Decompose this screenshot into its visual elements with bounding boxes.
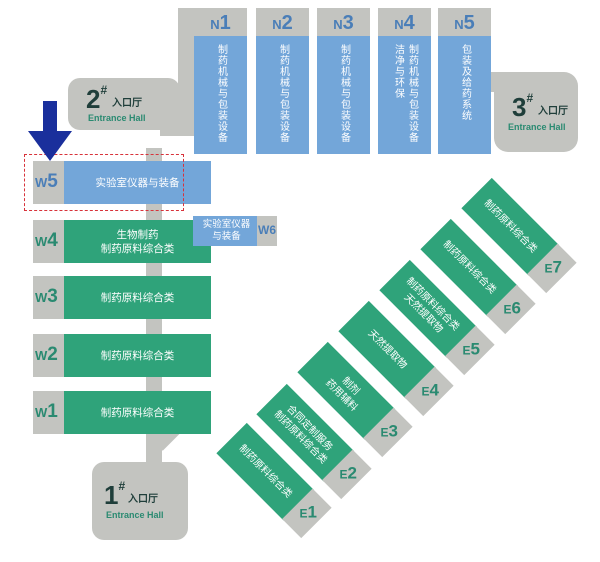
hall-e7-label: 制药原料综合类 — [481, 198, 539, 256]
hall-w4-label: 生物制药 制药原料综合类 — [100, 228, 175, 255]
hall-e1-code: E1 — [299, 502, 318, 522]
hall-e7-code: E7 — [544, 257, 563, 277]
hall-w5-tab — [33, 161, 69, 204]
hall-w4-tab — [33, 220, 69, 263]
hall-w1-label: 制药原料综合类 — [100, 406, 175, 419]
entrance-hall-3-number: 3# — [512, 91, 534, 122]
hall-e4-code: E4 — [421, 380, 440, 400]
hall-w6-tab — [257, 216, 277, 246]
hall-e3-label: 制剂 药用辅料 — [323, 375, 362, 414]
entrance-hall-3[interactable]: 3# 入口厅 Entrance Hall — [494, 72, 578, 152]
hall-n5[interactable]: N5 包装及给药系统 — [438, 8, 491, 154]
hall-e1-label: 制药原料综合类 — [236, 443, 294, 501]
hall-w4-body: 生物制药 制药原料综合类 — [64, 220, 211, 263]
hall-n3-code: N3 — [333, 12, 354, 34]
entrance-hall-1-cn: 入口厅 — [128, 494, 158, 505]
hall-n4[interactable]: N4 制药机械与包装设备洁净与环保 — [378, 8, 431, 154]
hall-w3-label: 制药原料综合类 — [100, 291, 175, 304]
hall-n2-tab — [256, 8, 309, 38]
hall-w4-code: W4 — [35, 230, 58, 251]
entrance-hall-2-en: Entrance Hall — [88, 113, 146, 123]
hall-n2-code: N2 — [272, 12, 293, 34]
hall-w3-code: W3 — [35, 286, 58, 307]
hall-n2-label: 制药机械与包装设备 — [277, 44, 289, 143]
hall-e3-code: E3 — [380, 421, 399, 441]
hall-n1[interactable]: N1 制药机械与包装设备 — [194, 8, 247, 154]
hall-w1-code: W1 — [35, 401, 58, 422]
entrance-hall-1-en: Entrance Hall — [106, 510, 164, 520]
hall-n1-label: 制药机械与包装设备 — [215, 44, 227, 143]
hall-e6-label: 制药原料综合类 — [440, 239, 498, 297]
hall-w2-body: 制药原料综合类 — [64, 334, 211, 377]
w5-highlight-box — [24, 154, 184, 211]
hall-w6-code: W6 — [258, 223, 276, 237]
hall-w3-tab — [33, 276, 69, 319]
hall-n3-label: 制药机械与包装设备 — [338, 44, 350, 143]
entrance-hall-2-cn: 入口厅 — [112, 98, 142, 109]
entrance-hall-2[interactable]: 2# 入口厅 Entrance Hall — [68, 78, 180, 130]
hall-n5-label: 包装及给药系统 — [459, 44, 471, 121]
hall-w1-body: 制药原料综合类 — [64, 391, 211, 434]
entrance-hall-1[interactable]: 1# 入口厅 Entrance Hall — [92, 462, 188, 540]
hall-w2-code: W2 — [35, 344, 58, 365]
hall-w5-body: 实验室仪器与装备 — [64, 161, 211, 204]
hall-n5-code: N5 — [454, 12, 475, 34]
hall-w1-tab — [33, 391, 69, 434]
entrance-hall-1-number: 1# — [104, 479, 126, 510]
hall-w6-label: 实验室仪器 与装备 — [202, 219, 251, 242]
hall-w6-body: 实验室仪器 与装备 — [193, 216, 260, 246]
hall-n2-body — [256, 36, 309, 154]
hall-n3-body — [317, 36, 370, 154]
hall-n4-code: N4 — [394, 12, 415, 34]
hall-e5-code: E5 — [462, 339, 481, 359]
hall-e4-label: 天然提取物 — [365, 328, 409, 372]
hall-e5-label: 制药原料综合类 天然提取物 — [401, 275, 462, 335]
hall-n1-body — [194, 36, 247, 154]
hall-n4-label: 制药机械与包装设备洁净与环保 — [392, 44, 418, 143]
hall-n5-tab — [438, 8, 491, 38]
hall-n3[interactable]: N3 制药机械与包装设备 — [317, 8, 370, 154]
hall-n3-tab — [317, 8, 370, 38]
hall-e2-label: 合同定制服务 制药原料综合类 — [271, 402, 335, 466]
hall-n4-body — [378, 36, 431, 154]
hall-w2-label: 制药原料综合类 — [100, 349, 175, 362]
hall-w3-body: 制药原料综合类 — [64, 276, 211, 319]
entrance-hall-3-en: Entrance Hall — [508, 122, 566, 132]
down-arrow-icon — [28, 101, 72, 161]
entrance-hall-2-number: 2# — [86, 83, 108, 114]
hall-w5-code: W5 — [35, 171, 58, 192]
hall-n2[interactable]: N2 制药机械与包装设备 — [256, 8, 309, 154]
hall-n1-tab — [194, 8, 247, 38]
entrance-hall-3-cn: 入口厅 — [538, 106, 568, 117]
hall-e2-code: E2 — [339, 463, 358, 483]
hall-e6-code: E6 — [503, 298, 522, 318]
hall-n4-tab — [378, 8, 431, 38]
hall-n5-body — [438, 36, 491, 154]
hall-n1-code: N1 — [210, 12, 231, 34]
hall-w2-tab — [33, 334, 69, 377]
hall-w5-label: 实验室仪器与装备 — [95, 176, 180, 189]
